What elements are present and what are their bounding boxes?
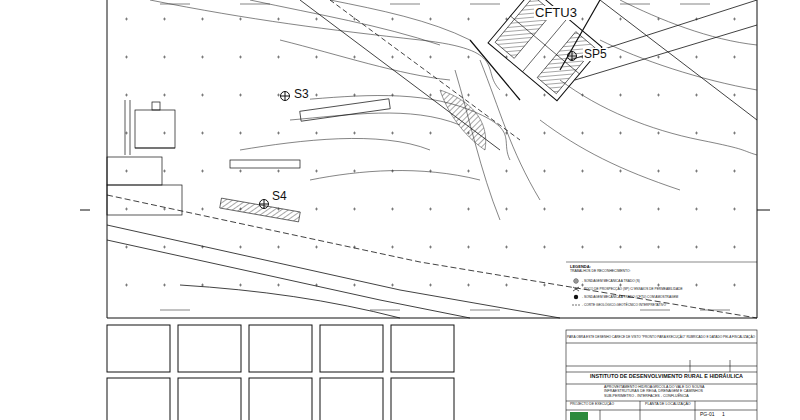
legend-text: - SONDAGEM MECÂNICA A TRADO (CFTU) COM A… <box>582 295 678 299</box>
legend-symbol <box>572 294 580 300</box>
legend-text: - POÇO DE PROSPECÇÃO (SP) C/ ENSAIOS DE … <box>582 287 683 291</box>
sheet-number: 1 <box>722 412 725 418</box>
legend-text: - CORTE GEOLÓGICO-GEOTÉCNICO INTERPRETAT… <box>582 303 666 307</box>
project-name: INFRAESTRUTURAS DE REGA, DRENAGEM E CAMI… <box>604 390 703 394</box>
institute-name: INSTITUTO DE DESENVOLVIMENTO RURAL E HID… <box>590 374 743 380</box>
legend-row: - CORTE GEOLÓGICO-GEOTÉCNICO INTERPRETAT… <box>572 302 666 308</box>
legend-row: - SONDAGEM MECÂNICA A TRADO (S) <box>572 278 640 284</box>
legend-symbol <box>572 278 580 284</box>
legend-row: - SONDAGEM MECÂNICA A TRADO (CFTU) COM A… <box>572 294 678 300</box>
legend-symbol <box>572 286 580 292</box>
legend-text: - SONDAGEM MECÂNICA A TRADO (S) <box>582 279 640 283</box>
survey-point-label: S4 <box>271 190 288 203</box>
legend-symbol <box>572 302 580 308</box>
project-phase: PROJECTO DE EXECUÇÃO <box>570 403 614 407</box>
survey-point-label: CFTU3 <box>534 6 578 20</box>
survey-point-label: S3 <box>293 88 310 101</box>
project-name: SUB-PERÍMETRO - INTERFACES - CONFLUÊNCIA <box>604 395 689 399</box>
approval-note: PARA OBRA ESTE DESENHO CARECE DE VISTO "… <box>567 336 755 340</box>
drawing-number: PG-01 <box>700 412 714 418</box>
legend-heading: LEGENDA: <box>570 265 591 269</box>
survey-point-label: SP5 <box>583 48 608 61</box>
drawing-title: PLANTA DE LOCALIZAÇÃO <box>645 403 691 407</box>
legend-subheading: TRABALHOS DE RECONHECIMENTO: <box>570 270 631 274</box>
legend-row: - POÇO DE PROSPECÇÃO (SP) C/ ENSAIOS DE … <box>572 286 683 292</box>
project-name: APROVEITAMENTO HIDROAGRÍCOLA DO VALE DO … <box>604 386 704 390</box>
